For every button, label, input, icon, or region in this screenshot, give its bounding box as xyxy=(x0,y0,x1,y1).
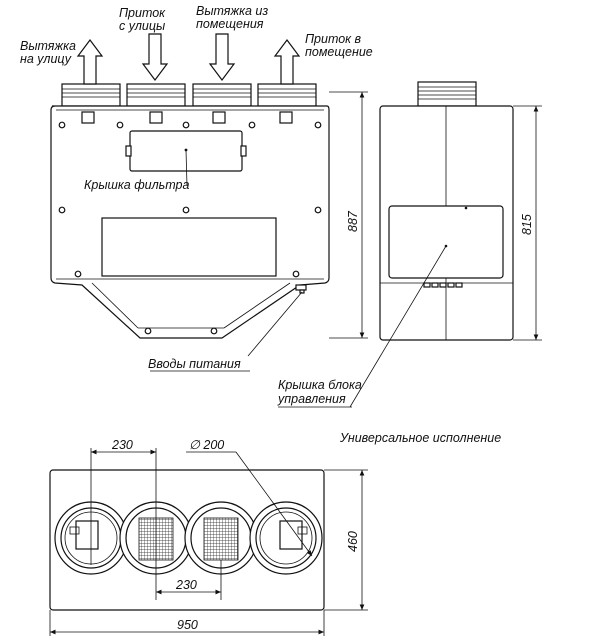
flow-arrows xyxy=(76,33,301,85)
port-square xyxy=(279,111,293,124)
dimension-side-height xyxy=(513,105,542,341)
arrow-up-supply-out xyxy=(273,39,301,85)
side-connectors xyxy=(423,282,463,288)
label-filter-cover: Крышка фильтра xyxy=(84,178,189,192)
front-screws xyxy=(58,121,322,335)
dim-depth-label: 460 xyxy=(346,531,360,552)
dimension-duct-diameter xyxy=(186,451,313,557)
label-exhaust-out-line1: Вытяжка xyxy=(20,39,76,53)
arrow-up-exhaust-out xyxy=(76,39,104,85)
port-square xyxy=(81,111,95,124)
arrow-down-exhaust-in xyxy=(208,33,236,81)
label-universal-version: Универсальное исполнение xyxy=(339,431,501,445)
dimension-front-height xyxy=(329,91,368,339)
top-duct-supply-out xyxy=(249,501,323,575)
label-exhaust-in-line2: помещения xyxy=(196,17,264,31)
power-input-glands xyxy=(295,284,307,294)
front-lower-panel xyxy=(101,217,277,277)
label-supply-in-line2: с улицы xyxy=(119,19,165,33)
leader-control-cover xyxy=(349,245,447,408)
dim-diameter-label: ∅ 200 xyxy=(189,438,224,452)
side-view xyxy=(379,81,514,341)
label-power-inputs: Вводы питания xyxy=(148,357,241,371)
port-square xyxy=(149,111,163,124)
dimension-pitch-bottom xyxy=(156,560,222,600)
dim-width-label: 950 xyxy=(177,618,198,632)
dimension-width xyxy=(49,610,325,636)
dim-side-height-label: 815 xyxy=(520,214,534,235)
arrow-down-supply-in xyxy=(141,33,169,81)
dim-front-height-label: 887 xyxy=(346,210,360,232)
label-control-cover-line1: Крышка блока xyxy=(278,378,362,392)
dimension-depth xyxy=(324,469,368,611)
label-control-cover-line2: управления xyxy=(277,392,346,406)
label-supply-out-line1: Приток в xyxy=(305,32,362,46)
label-supply-in-line1: Приток xyxy=(119,6,166,20)
label-supply-out-line2: помещение xyxy=(305,45,373,59)
top-view xyxy=(49,469,325,611)
leader-power-inputs xyxy=(247,291,303,357)
front-duct-collars xyxy=(61,83,317,107)
leader-filter-cover xyxy=(185,149,188,187)
port-square xyxy=(212,111,226,124)
label-exhaust-out-line2: на улицу xyxy=(20,52,72,66)
dim-pitch-bottom-label: 230 xyxy=(175,578,197,592)
dim-pitch-top-label: 230 xyxy=(111,438,133,452)
front-view xyxy=(50,83,330,339)
control-block-cover xyxy=(388,205,504,279)
dimension-pitch-top xyxy=(90,448,157,600)
label-exhaust-in-line1: Вытяжка из xyxy=(196,4,268,18)
